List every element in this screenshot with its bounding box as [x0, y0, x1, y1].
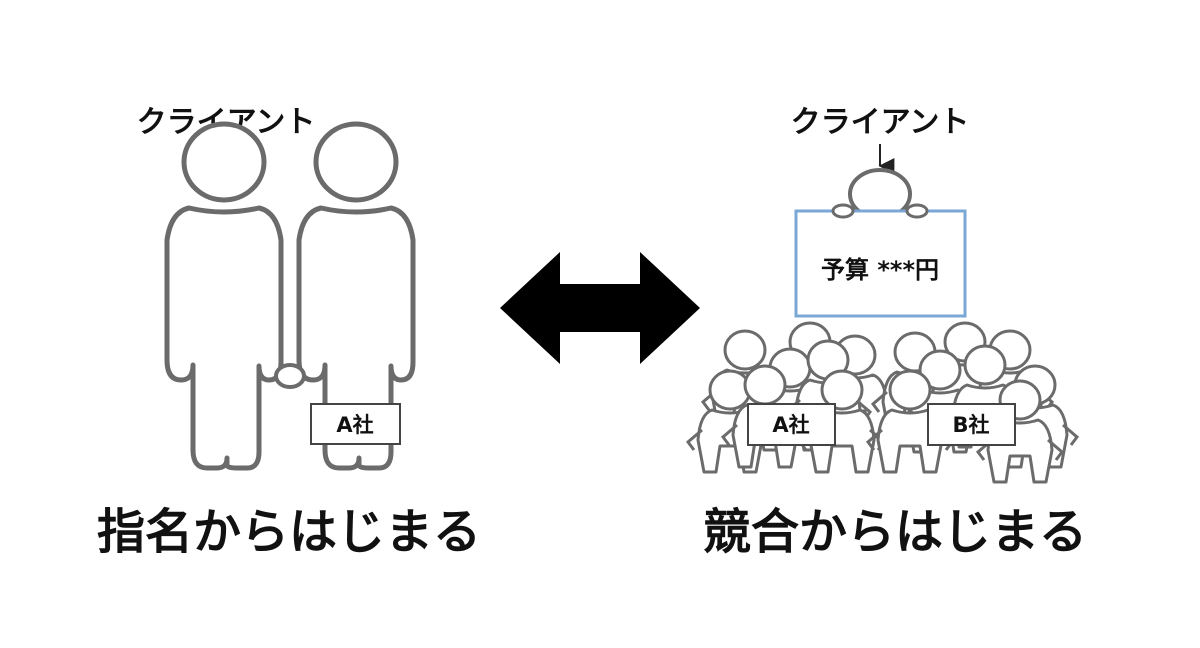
right-caption: 競合からはじまる — [703, 504, 1087, 560]
budget-sign-text: 予算 ***円 — [821, 256, 939, 284]
company-a-tag-text: A社 — [772, 413, 809, 437]
company-b-tag-text: B社 — [952, 413, 989, 437]
right-client-label: クライアント — [791, 105, 970, 140]
left-company-tag: A社 — [311, 404, 400, 444]
left-company-tag-text: A社 — [336, 413, 373, 437]
holding-hands — [276, 365, 304, 387]
client-person-figure — [167, 124, 281, 468]
left-panel: クライアント A社 指名からはじまる — [97, 105, 481, 560]
company-a-tag: A社 — [748, 404, 835, 445]
company-b-crowd — [868, 323, 1077, 482]
right-panel: クライアント 予算 ***円 — [688, 105, 1087, 560]
company-b-tag: B社 — [928, 404, 1015, 445]
left-caption: 指名からはじまる — [97, 504, 481, 560]
budget-sign: 予算 ***円 — [796, 205, 965, 316]
double-headed-arrow — [500, 252, 700, 364]
company-a-crowd — [688, 323, 897, 472]
